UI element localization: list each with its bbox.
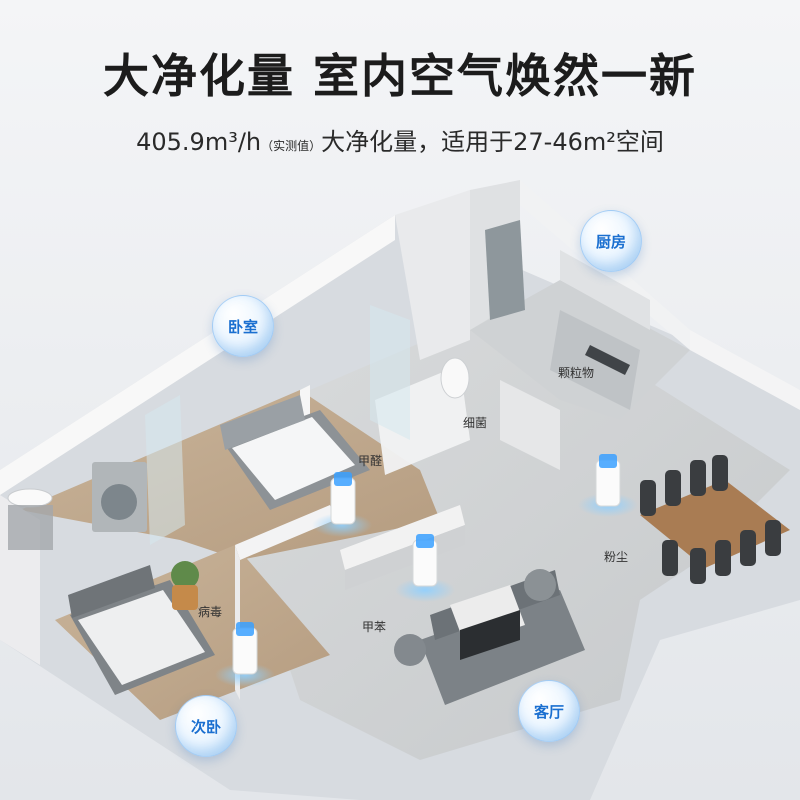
room-bubble-bedroom: 卧室 [212,295,274,357]
room-bubble-kitchen: 厨房 [580,210,642,272]
tv-console [340,505,465,570]
air-purifier-second-bedroom [232,622,258,675]
subheadline: 405.9m³/h（实测值）大净化量，适用于27-46m²空间 [0,122,800,157]
pollutant-label-formaldehyde: 甲醛 [358,454,383,468]
air-purifier-living [412,534,438,587]
dining-chairs [640,455,781,584]
refrigerator [485,220,525,320]
air-purifier-dining [595,454,621,507]
room-bubble-living-room: 客厅 [518,680,580,742]
kitchen-cabinets [560,250,650,330]
living-room-sofa [420,590,585,705]
potted-plant [171,561,199,589]
pollutant-label-virus: 病毒 [198,605,223,619]
air-purifier-bedroom [330,472,356,525]
pollutant-label-benzene: 甲苯 [362,620,387,634]
headline: 大净化量 室内空气焕然一新 [102,49,697,103]
bathroom-sink [7,488,53,508]
pollutant-label-dust: 粉尘 [604,550,629,564]
room-bubble-second-bedroom: 次卧 [175,695,237,757]
subheadline-text: 大净化量，适用于27-46m²空间 [321,128,664,156]
pollutant-label-bacteria: 细菌 [463,416,488,430]
measured-note: （实测值） [261,139,322,153]
pollutant-label-particles: 颗粒物 [558,366,595,380]
airflow-value: 405.9m³/h [136,128,262,156]
